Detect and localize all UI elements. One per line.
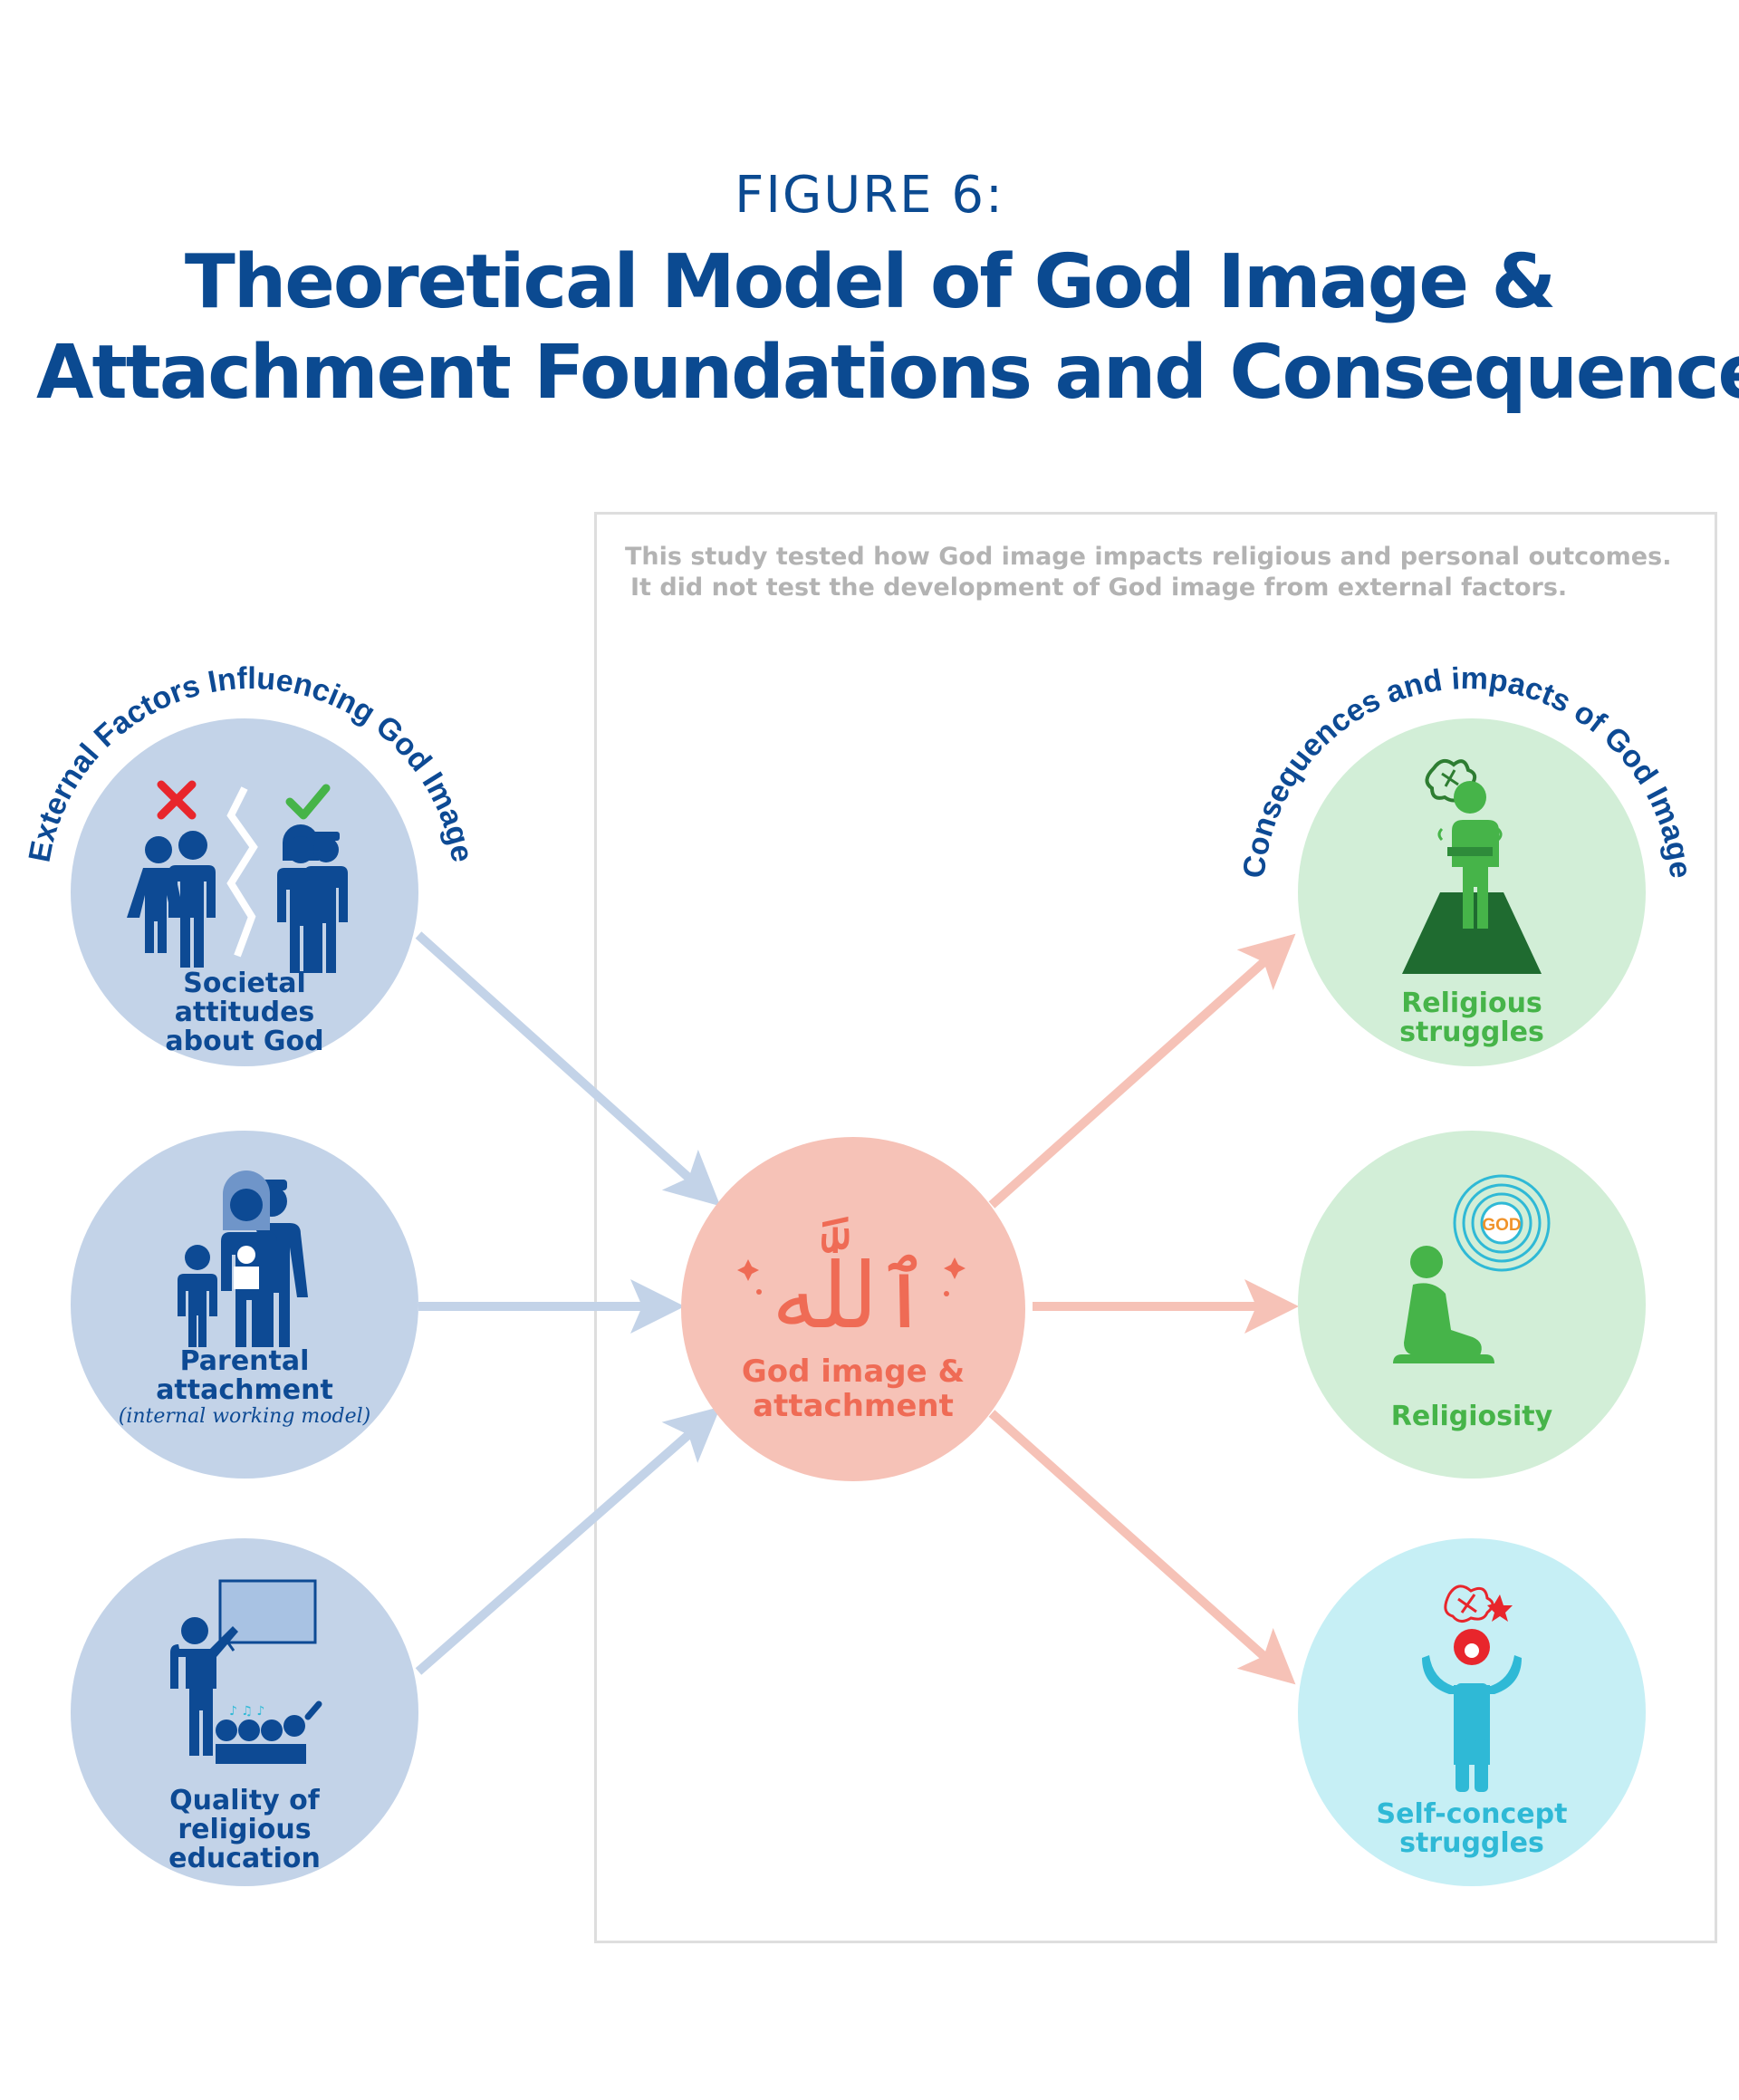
religiosity-circle: [1298, 1131, 1646, 1479]
family-icon: [178, 1170, 308, 1347]
god-image-center-label: God image & attachment: [717, 1354, 989, 1423]
title-line-1: Theoretical Model of God Image &: [184, 239, 1556, 325]
figure-label: FIGURE 6:: [735, 166, 1004, 225]
distressed-person-icon: [1422, 1585, 1522, 1792]
parental-label-note: (internal working model): [118, 1405, 371, 1428]
study-scope-box: [594, 512, 1717, 1943]
teacher-classroom-icon: ♪ ♫ ♪: [170, 1579, 322, 1764]
arrow-societal-to-center: [415, 931, 721, 1207]
center-label-line-1: God image &: [741, 1353, 966, 1390]
check-mark-icon: [285, 784, 331, 820]
arrow-education-to-center: [415, 1406, 721, 1675]
societal-label-line-2: about God: [165, 1026, 324, 1057]
religious-struggles-line-2: struggles: [1399, 1016, 1544, 1048]
self-concept-line-2: struggles: [1399, 1827, 1544, 1859]
religious-education-circle: [71, 1538, 418, 1886]
kneeling-prayer-icon: GOD: [1393, 1174, 1551, 1363]
god-badge-icon: GOD: [1453, 1174, 1551, 1272]
religiosity-label: Religiosity: [1336, 1402, 1608, 1431]
chaos-scribble-icon: [1444, 1585, 1513, 1623]
education-label-line-1: Quality of religious: [169, 1785, 320, 1845]
parental-attachment-label: Parental attachment (internal working mo…: [109, 1347, 380, 1429]
troubled-person-on-prayer-mat-icon: [1402, 758, 1542, 974]
societal-label-line-1: Societal attitudes: [174, 968, 315, 1028]
religiosity-line-1: Religiosity: [1390, 1401, 1553, 1432]
religious-education-label: Quality of religious education: [100, 1787, 389, 1874]
societal-attitudes-circle: [71, 718, 418, 1066]
study-scope-note: This study tested how God image impacts …: [625, 542, 1694, 603]
arrow-center-to-self-concept: [988, 1410, 1296, 1685]
svg-text:♪ ♫ ♪: ♪ ♫ ♪: [229, 1704, 264, 1719]
couples-comparison-icon: [127, 780, 348, 973]
sparkle-icon: [737, 1257, 966, 1296]
self-concept-line-1: Self-concept: [1376, 1798, 1568, 1830]
scope-note-line-1: This study tested how God image impacts …: [625, 543, 1672, 571]
self-concept-label: Self-concept struggles: [1336, 1800, 1608, 1858]
svg-text:GOD: GOD: [1482, 1216, 1521, 1235]
parental-label-line-1: Parental: [179, 1345, 310, 1377]
religious-struggles-label: Religious struggles: [1336, 989, 1608, 1047]
god-image-center-circle: [681, 1137, 1025, 1481]
education-label-line-2: education: [168, 1843, 321, 1874]
societal-attitudes-label: Societal attitudes about God: [109, 969, 380, 1056]
title-line-2: Attachment Foundations and Consequences: [36, 330, 1739, 416]
scope-note-line-2: It did not test the development of God i…: [630, 573, 1568, 602]
figure-title: Theoretical Model of God Image & Attachm…: [36, 237, 1739, 419]
religious-struggles-line-1: Religious: [1401, 987, 1542, 1019]
center-label-line-2: attachment: [753, 1388, 954, 1424]
parental-label-line-2: attachment: [156, 1374, 333, 1406]
arrow-center-to-religious-struggles: [988, 933, 1296, 1209]
cross-mark-icon: [157, 780, 197, 820]
